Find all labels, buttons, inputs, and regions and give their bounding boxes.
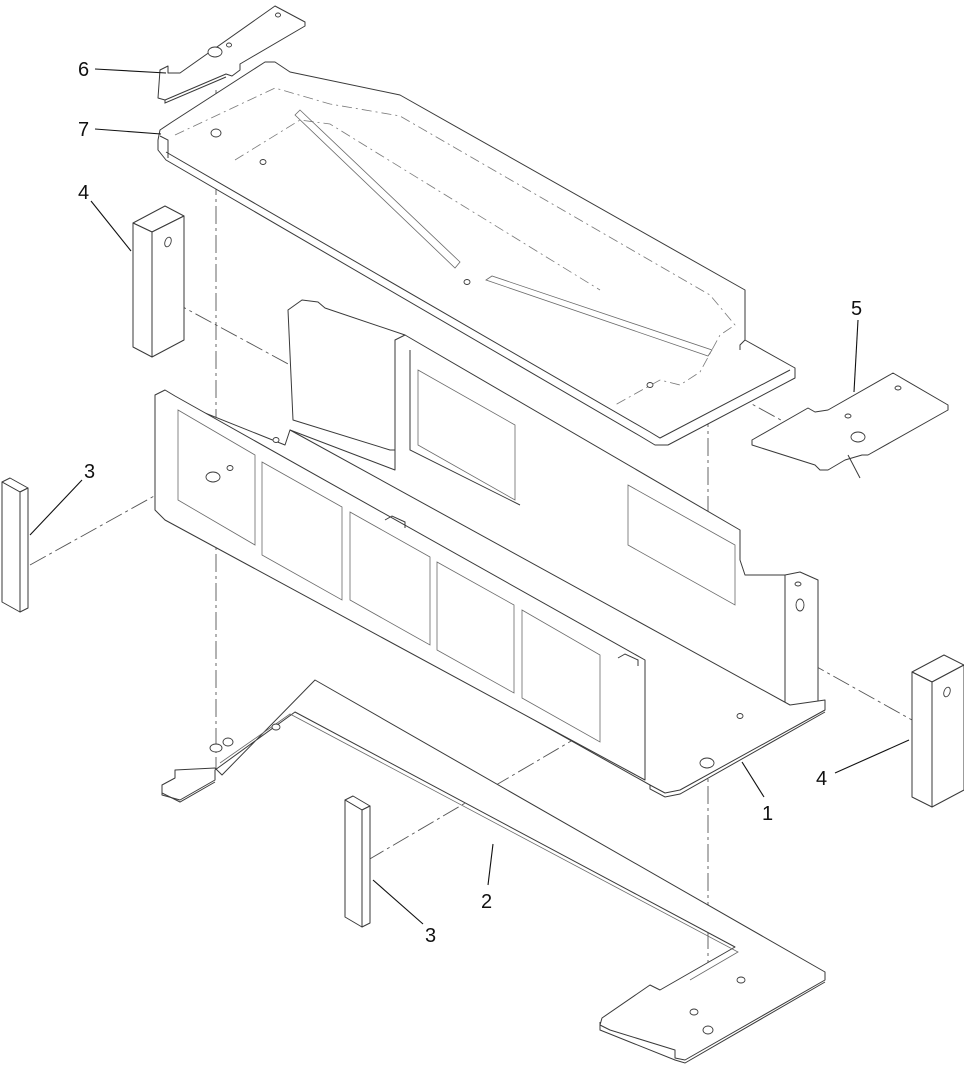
part-3-spacer-left xyxy=(1,477,29,613)
callout-label-4-right: 4 xyxy=(816,768,827,790)
callout-label-6: 6 xyxy=(78,59,89,81)
callout-label-7: 7 xyxy=(78,119,89,141)
part-5-right-bracket-plate xyxy=(751,372,949,479)
callout-label-3-bottom: 3 xyxy=(425,925,436,947)
part-4-block-upper-left xyxy=(132,205,185,358)
callout-3-bottom: 3 xyxy=(372,879,436,947)
callout-1: 1 xyxy=(741,761,773,825)
callout-label-2: 2 xyxy=(481,891,492,913)
callout-4-upper: 4 xyxy=(78,182,132,252)
callout-5: 5 xyxy=(851,298,862,393)
callout-3-left: 3 xyxy=(29,461,95,536)
part-4-block-right xyxy=(911,654,964,808)
callout-6: 6 xyxy=(78,59,167,81)
callout-2: 2 xyxy=(481,843,494,913)
callout-label-1: 1 xyxy=(762,803,773,825)
callout-label-4-upper: 4 xyxy=(78,182,89,204)
callout-4-right: 4 xyxy=(816,739,910,790)
part-7-top-cover-tray xyxy=(157,61,796,446)
part-3-spacer-bottom xyxy=(344,795,371,928)
callout-label-5: 5 xyxy=(851,298,862,320)
callouts: 6 7 4 3 5 1 4 2 xyxy=(29,59,910,947)
part-2-bottom-base-plate xyxy=(161,679,826,1064)
callout-label-3-left: 3 xyxy=(84,461,95,483)
part-6-top-bracket-plate xyxy=(157,5,306,104)
callout-7: 7 xyxy=(78,119,162,141)
part-1-main-frame xyxy=(154,299,826,798)
